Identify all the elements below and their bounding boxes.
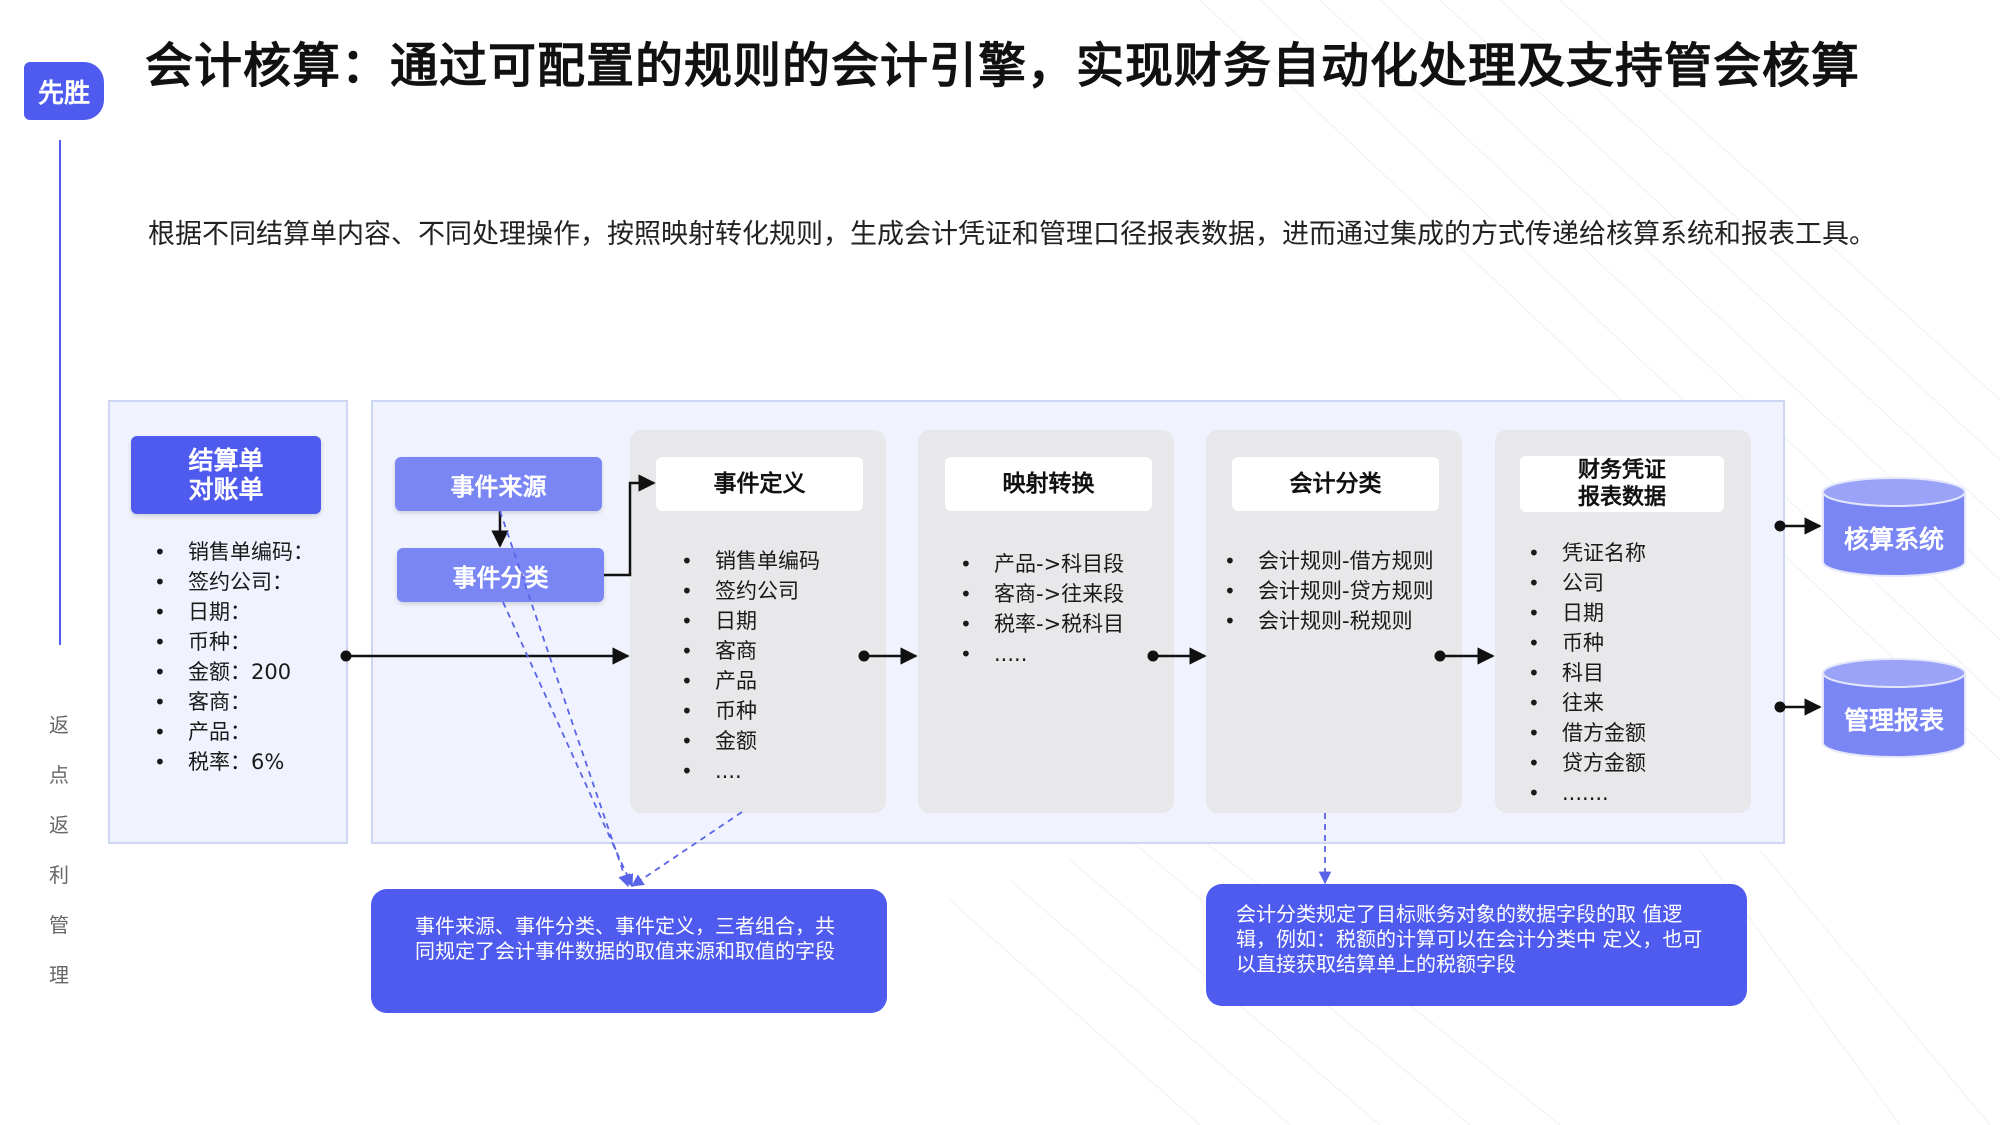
note-event-combination: 事件来源、事件分类、事件定义，三者组合，共 同规定了会计事件数据的取值来源和取值… (371, 889, 887, 1013)
list-item: 日期 (1528, 598, 1646, 628)
list-item: 币种 (681, 696, 820, 726)
list-item: 币种： (154, 627, 314, 657)
sidebar-vertical-label: 返 点 返 利 管 理 (44, 700, 74, 1000)
list-item: 币种 (1528, 628, 1646, 658)
stage-title: 事件定义 (656, 457, 863, 511)
note-accounting-classification: 会计分类规定了目标账务对象的数据字段的取 值逻辑，例如：税额的计算可以在会计分类… (1206, 884, 1747, 1006)
sidebar-char: 利 (49, 863, 69, 887)
list-item: 销售单编码： (154, 537, 314, 567)
stage-field-list: 销售单编码 签约公司 日期 客商 产品 币种 金额 .... (681, 546, 820, 786)
list-item: 贷方金额 (1528, 748, 1646, 778)
output-arrow-accounting (1774, 517, 1822, 535)
sidebar-char: 理 (49, 963, 69, 987)
event-category-box: 事件分类 (397, 548, 604, 602)
main-flow-arrow (340, 647, 630, 665)
list-item: 公司 (1528, 568, 1646, 598)
flow-arrow-stage-1-2 (858, 647, 918, 665)
list-item: 销售单编码 (681, 546, 820, 576)
list-item: 产品 (681, 666, 820, 696)
note-pointer-lines (499, 510, 1332, 888)
flow-arrow-stage-3-4 (1434, 647, 1495, 665)
sidebar-char: 返 (49, 813, 69, 837)
list-item: 日期 (681, 606, 820, 636)
settlement-doc-box: 结算单 对账单 (131, 436, 321, 514)
list-item: ....... (1528, 778, 1646, 808)
list-item: 税率：6% (154, 747, 314, 777)
sidebar-char: 管 (49, 913, 69, 937)
stage-field-list: 凭证名称 公司 日期 币种 科目 往来 借方金额 贷方金额 ....... (1528, 538, 1646, 808)
stage-title: 财务凭证 报表数据 (1520, 456, 1724, 512)
output-label-accounting: 核算系统 (1843, 525, 1944, 554)
list-item: 签约公司 (681, 576, 820, 606)
category-to-definition-arrow (604, 474, 656, 577)
list-item: 客商： (154, 687, 314, 717)
sidebar-divider (59, 140, 61, 645)
list-item: 客商 (681, 636, 820, 666)
list-item: 会计规则-贷方规则 (1224, 576, 1434, 606)
flow-arrow-stage-2-3 (1147, 647, 1207, 665)
page-title: 会计核算：通过可配置的规则的会计引擎，实现财务自动化处理及支持管会核算 (145, 38, 1861, 94)
list-item: 科目 (1528, 658, 1646, 688)
list-item: 产品->科目段 (960, 549, 1124, 579)
list-item: 签约公司： (154, 567, 314, 597)
list-item: 税率->税科目 (960, 609, 1124, 639)
accounting-system-cylinder (1822, 477, 1966, 577)
list-item: 往来 (1528, 688, 1646, 718)
management-report-cylinder (1822, 658, 1966, 758)
stage-title: 会计分类 (1232, 457, 1439, 511)
list-item: 日期： (154, 597, 314, 627)
output-arrow-report (1774, 698, 1822, 716)
list-item: ..... (960, 639, 1124, 669)
list-item: 借方金额 (1528, 718, 1646, 748)
list-item: 金额：200 (154, 657, 314, 687)
sidebar-char: 返 (49, 713, 69, 737)
stage-field-list: 产品->科目段 客商->往来段 税率->税科目 ..... (960, 549, 1124, 669)
list-item: 会计规则-税规则 (1224, 606, 1434, 636)
list-item: 客商->往来段 (960, 579, 1124, 609)
list-item: 会计规则-借方规则 (1224, 546, 1434, 576)
event-source-box: 事件来源 (395, 457, 602, 511)
stage-title: 映射转换 (945, 457, 1152, 511)
list-item: .... (681, 756, 820, 786)
stage-field-list: 会计规则-借方规则 会计规则-贷方规则 会计规则-税规则 (1224, 546, 1434, 636)
list-item: 凭证名称 (1528, 538, 1646, 568)
list-item: 产品： (154, 717, 314, 747)
page-subtitle: 根据不同结算单内容、不同处理操作，按照映射转化规则，生成会计凭证和管理口径报表数… (148, 219, 1876, 250)
list-item: 金额 (681, 726, 820, 756)
brand-logo: 先胜 (24, 62, 104, 120)
settlement-field-list: 销售单编码： 签约公司： 日期： 币种： 金额：200 客商： 产品： 税率：6… (154, 537, 314, 777)
sidebar-char: 点 (49, 763, 69, 787)
output-label-report: 管理报表 (1843, 706, 1944, 735)
